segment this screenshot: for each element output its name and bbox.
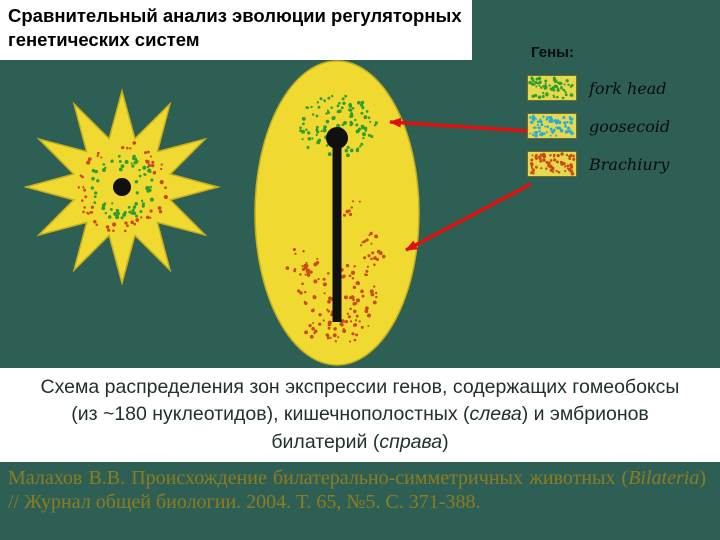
caption-italic-right: справа (379, 430, 443, 453)
diagram-figure (23, 60, 532, 366)
goosecoid-swatch-icon (527, 113, 577, 139)
forkhead-swatch-icon (527, 75, 577, 101)
legend-label-brachiury: Brachiury (589, 154, 670, 174)
gene-legend: Гены: fork head goosecoid Brachiury (527, 44, 717, 189)
arrow-to-animal-pole (389, 117, 529, 133)
star-forkhead-speckles (90, 154, 154, 220)
legend-item-goosecoid: goosecoid (527, 113, 717, 139)
caption-text: Схема распределения зон экспрессии генов… (40, 376, 680, 426)
caption-italic-left: слева (469, 403, 522, 426)
caption-box: Схема распределения зон экспрессии генов… (0, 368, 720, 462)
star-brachiury-speckles (77, 141, 168, 233)
embryo-axis-dot (326, 127, 348, 149)
caption-text-mid: ) и эмбрионов билатерий ( (271, 403, 649, 453)
citation-italic: Bilateria (628, 467, 700, 489)
star-center-dot (113, 178, 131, 196)
citation-text-end: ) // Журнал общей биологии. 2004. Т. 65,… (8, 467, 706, 514)
legend-label-goosecoid: goosecoid (589, 116, 671, 136)
caption-text-end: ) (442, 430, 449, 453)
citation-text: Малахов В.В. Происхождение билатерально-… (8, 467, 629, 489)
title-box: Сравнительный анализ эволюции регуляторн… (0, 0, 472, 60)
figure-caption: Схема распределения зон экспрессии генов… (35, 374, 685, 456)
slide-title: Сравнительный анализ эволюции регуляторн… (8, 5, 462, 51)
legend-heading: Гены: (531, 44, 574, 61)
legend-item-brachiury: Brachiury (527, 151, 717, 177)
citation: Малахов В.В. Происхождение билатерально-… (8, 466, 706, 515)
legend-item-forkhead: fork head (527, 75, 717, 101)
legend-label-forkhead: fork head (589, 78, 667, 98)
arrow-to-vegetal-region (405, 182, 532, 252)
brachiury-swatch-icon (527, 151, 577, 177)
